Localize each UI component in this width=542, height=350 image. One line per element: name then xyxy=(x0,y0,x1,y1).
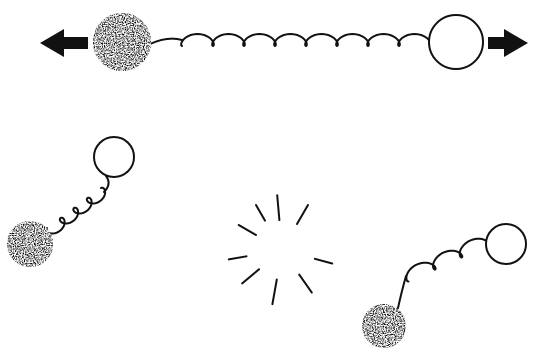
dark-particle xyxy=(94,14,150,70)
burst xyxy=(229,195,332,304)
burst-stroke xyxy=(256,205,265,221)
dark-particle xyxy=(363,305,405,347)
burst-stroke xyxy=(229,256,247,259)
spring xyxy=(46,188,105,234)
light-particle xyxy=(486,224,526,264)
burst-stroke xyxy=(297,205,308,224)
burst-stroke xyxy=(277,195,279,220)
rotated-spring-figure xyxy=(363,224,526,347)
spring-lead xyxy=(398,276,406,308)
arrow-right-icon xyxy=(488,29,528,57)
burst-stroke xyxy=(299,275,312,293)
spring xyxy=(406,239,489,282)
arrow-left-icon xyxy=(40,29,88,57)
stretched-spring-figure xyxy=(40,14,528,70)
light-particle xyxy=(429,15,483,69)
light-particle xyxy=(94,137,134,177)
burst-stroke xyxy=(239,225,256,235)
burst-stroke xyxy=(315,259,332,264)
burst-stroke xyxy=(272,280,276,305)
compressed-spring-figure xyxy=(8,137,134,266)
dark-particle xyxy=(8,222,52,266)
burst-stroke xyxy=(242,269,259,283)
spring xyxy=(150,34,431,46)
